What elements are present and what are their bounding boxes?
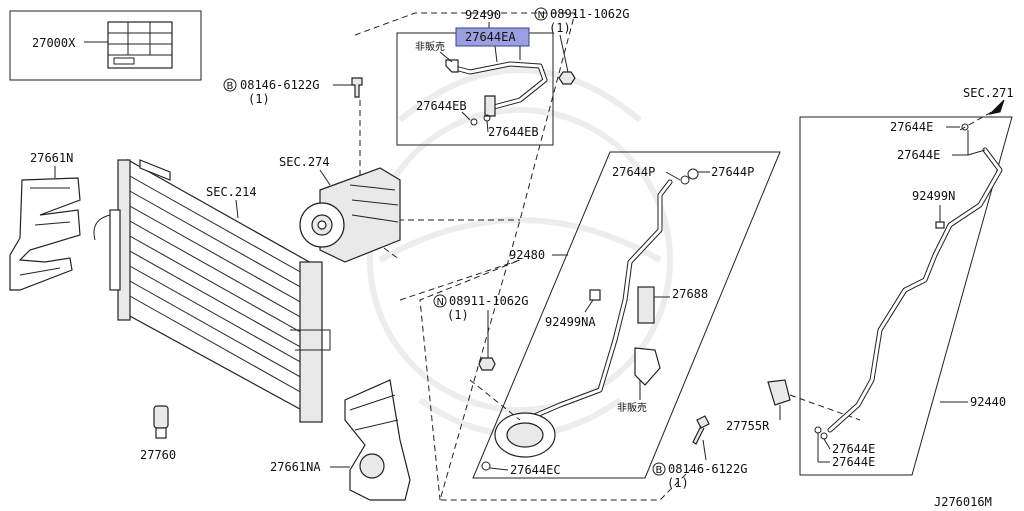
label-27661na: 27661NA	[270, 460, 321, 474]
clamp-27755r	[767, 379, 791, 406]
box-92440	[799, 116, 1013, 476]
bracket-icon	[445, 59, 459, 73]
bolt-top-qty: (1)	[248, 92, 270, 106]
nut-mid-icon	[478, 357, 496, 371]
highlight-27644ea[interactable]	[455, 27, 530, 47]
clip-92499n	[935, 221, 945, 229]
warning-label-sticker	[107, 21, 173, 69]
label-27661n: 27661N	[30, 151, 73, 165]
bolt-bottom-part-number: 08146-6122G	[668, 462, 747, 476]
label-92499na: 92499NA	[545, 315, 596, 329]
nut-icon	[558, 71, 576, 85]
nut-mid-prefix: N	[437, 297, 444, 308]
label-27644p-a: 27644P	[612, 165, 655, 179]
clip-92499na	[589, 289, 601, 301]
label-27755r: 27755R	[726, 419, 770, 433]
bolt-bottom-icon	[692, 415, 710, 445]
diagram-code: J276016M	[934, 495, 992, 509]
label-sec271: SEC.271	[963, 86, 1014, 100]
label-27644eb-b: 27644EB	[488, 125, 539, 139]
label-92499n: 92499N	[912, 189, 955, 203]
not-sold-mid: 非販売	[617, 401, 647, 414]
bolt-bot-prefix: B	[656, 465, 663, 476]
nut-mid-qty: (1)	[447, 308, 469, 322]
receiver-tank	[109, 209, 121, 291]
label-27644ec: 27644EC	[510, 463, 561, 477]
bolt-b-icon	[223, 78, 237, 92]
label-27644e-b: 27644E	[897, 148, 940, 162]
nut-top-part-number: 08911-1062G	[550, 7, 629, 21]
fitting-icon	[484, 95, 496, 117]
seal-27661n	[9, 177, 81, 291]
seal-27661na	[344, 379, 411, 501]
label-27688: 27688	[672, 287, 708, 301]
label-27644eb-a: 27644EB	[416, 99, 467, 113]
label-sec274: SEC.274	[279, 155, 330, 169]
label-27644p-b: 27644P	[711, 165, 754, 179]
nut-n-icon	[534, 7, 548, 21]
not-sold-top: 非販売	[415, 40, 445, 53]
o-ring-27644ec	[481, 461, 491, 471]
arrow-icon	[988, 99, 1005, 115]
bolt-top-prefix: B	[227, 81, 234, 92]
label-27644ea[interactable]: 27644EA	[465, 30, 516, 44]
label-27644e-d: 27644E	[832, 455, 875, 469]
nut-top-prefix: N	[538, 10, 545, 21]
label-92480: 92480	[509, 248, 545, 262]
box-92480	[472, 151, 781, 479]
label-frame	[9, 10, 202, 81]
label-27644e-c: 27644E	[832, 442, 875, 456]
accumulator	[494, 412, 556, 458]
label-27000x: 27000X	[32, 36, 76, 50]
bracket-27688	[637, 286, 655, 324]
label-27000x-group: 27000X	[9, 10, 202, 81]
label-27760: 27760	[140, 448, 176, 462]
condenser	[117, 158, 331, 423]
label-sec214: SEC.214	[206, 185, 257, 199]
nut-top-qty: (1)	[549, 21, 571, 35]
bracket-mid	[634, 347, 661, 386]
bolt-top-group: B 08146-6122G (1)	[223, 77, 363, 106]
sensor-27760	[153, 405, 169, 439]
o-ring-icon	[470, 118, 478, 126]
nut-mid-part-number: 08911-1062G	[449, 294, 528, 308]
assembly-outline	[354, 12, 691, 501]
label-92440: 92440	[970, 395, 1006, 409]
bolt-bottom-qty: (1)	[667, 476, 689, 490]
bolt-icon	[351, 77, 363, 98]
label-27644e-a: 27644E	[890, 120, 933, 134]
label-92490: 92490	[465, 8, 501, 22]
compressor	[299, 167, 401, 263]
bolt-top-part-number: 08146-6122G	[240, 78, 319, 92]
